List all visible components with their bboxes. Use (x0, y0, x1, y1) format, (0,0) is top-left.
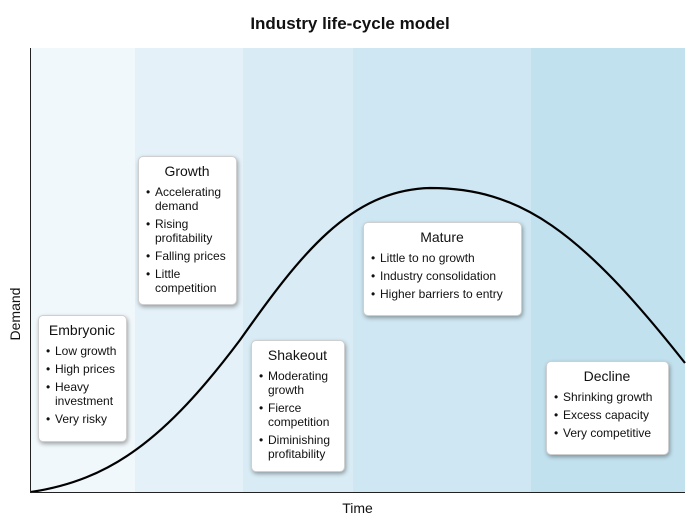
stage-bullet: Fierce competition (259, 401, 336, 429)
stage-bullet: Falling prices (146, 249, 228, 263)
stage-bullet: Excess capacity (554, 408, 660, 422)
stage-bullet: Accelerating demand (146, 185, 228, 213)
stage-bullet: Little competition (146, 267, 228, 295)
x-axis (30, 492, 685, 493)
stage-box-embryonic: Embryonic Low growth High prices Heavy i… (38, 315, 127, 442)
stage-box-growth: Growth Accelerating demand Rising profit… (138, 156, 237, 305)
stage-bullet: High prices (46, 362, 118, 376)
stage-bullet: Very risky (46, 412, 118, 426)
stage-box-shakeout: Shakeout Moderating growth Fierce compet… (251, 340, 345, 472)
y-axis (30, 48, 31, 493)
stage-bullet: Heavy investment (46, 380, 118, 408)
stage-bullet: Industry consolidation (371, 269, 513, 283)
stage-box-decline: Decline Shrinking growth Excess capacity… (546, 361, 669, 455)
stage-bullet: Rising profitability (146, 217, 228, 245)
stage-title-mature: Mature (420, 229, 464, 245)
y-axis-label: Demand (7, 287, 23, 341)
stage-box-mature: Mature Little to no growth Industry cons… (363, 222, 522, 316)
stage-bullet: Low growth (46, 344, 118, 358)
stage-title-embryonic: Embryonic (48, 322, 116, 338)
stage-title-decline: Decline (583, 368, 631, 384)
stage-bullet: Little to no growth (371, 251, 513, 265)
stage-bullet: Diminishing profitability (259, 433, 336, 461)
stage-bullet: Higher barriers to entry (371, 287, 513, 301)
diagram-title: Industry life-cycle model (250, 14, 450, 33)
x-axis-label: Time (342, 500, 373, 516)
stage-title-growth: Growth (164, 163, 210, 179)
demand-curve (30, 186, 686, 494)
stage-bullet: Very competitive (554, 426, 660, 440)
stage-bullet: Moderating growth (259, 369, 336, 397)
stage-title-shakeout: Shakeout (267, 347, 328, 363)
stage-bullet: Shrinking growth (554, 390, 660, 404)
